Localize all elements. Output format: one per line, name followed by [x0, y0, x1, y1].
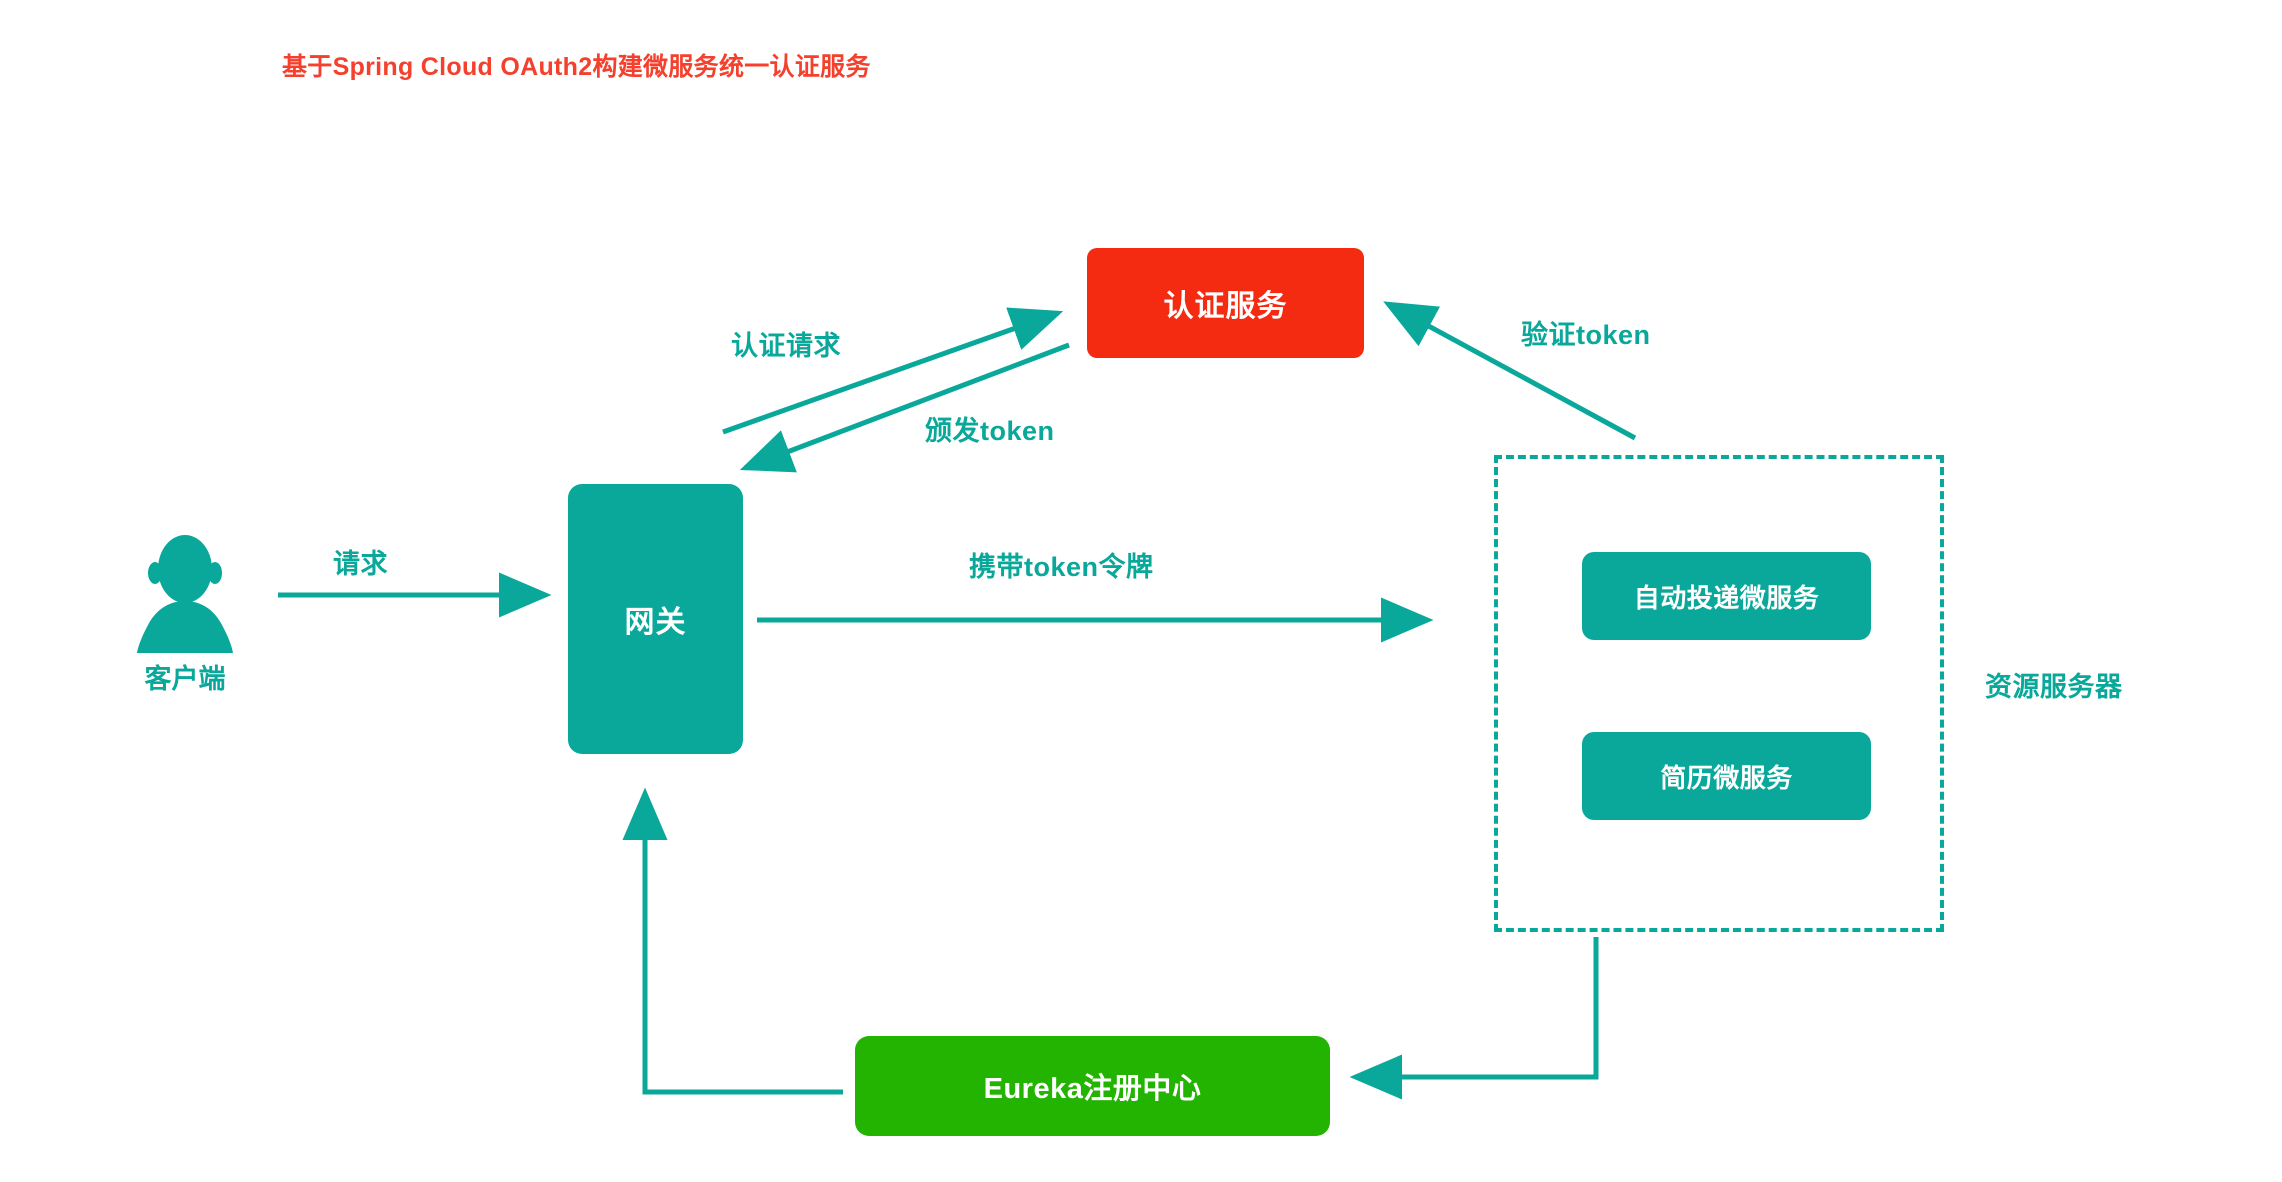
eureka-node[interactable]: Eureka注册中心: [855, 1036, 1330, 1136]
edge-label-request: 请求: [333, 549, 388, 579]
microservice-resume-node[interactable]: 简历微服务: [1582, 732, 1871, 820]
microservice-delivery-node[interactable]: 自动投递微服务: [1582, 552, 1871, 640]
edge-eureka-to-gateway: [622, 787, 843, 1095]
client-label: 客户端: [144, 664, 226, 694]
resource-server-label: 资源服务器: [1985, 672, 2123, 702]
edge-label-verify-token: 验证token: [1521, 320, 1651, 350]
page-title: 基于Spring Cloud OAuth2构建微服务统一认证服务: [282, 53, 871, 81]
edge-auth-to-gateway: [739, 342, 1070, 473]
gateway-node[interactable]: 网关: [568, 484, 743, 754]
client-node[interactable]: 客户端: [110, 535, 260, 705]
person-icon: [137, 535, 233, 653]
edge-resource-to-eureka: [1349, 937, 1599, 1100]
auth-service-node[interactable]: 认证服务: [1087, 248, 1364, 358]
edge-label-carry-token: 携带token令牌: [969, 552, 1154, 582]
resource-server-container: [1494, 455, 1944, 932]
edge-label-auth-request: 认证请求: [731, 331, 841, 361]
edge-label-issue-token: 颁发token: [925, 416, 1055, 446]
